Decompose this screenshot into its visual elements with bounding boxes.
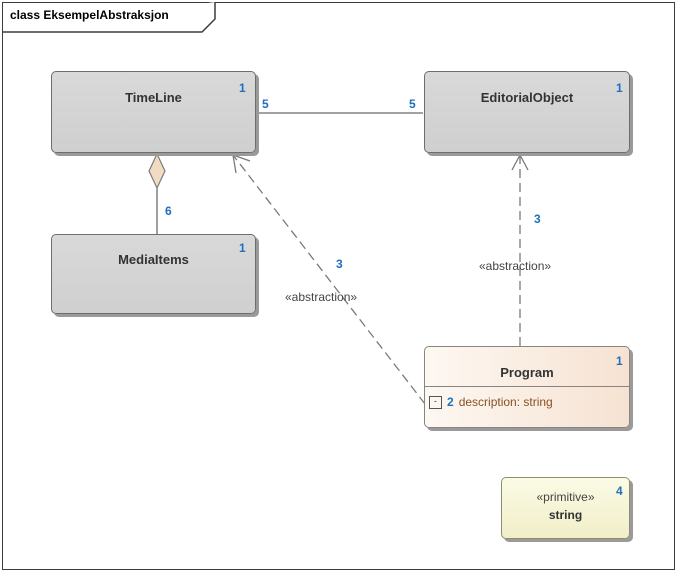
class-program[interactable]: Program 1 - 2 description: string xyxy=(424,346,630,428)
class-mediaitems[interactable]: MediaItems 1 xyxy=(51,234,256,314)
class-string-badge: 4 xyxy=(616,484,623,498)
abstraction-line-timeline xyxy=(232,154,426,405)
aggregation-multiplicity: 6 xyxy=(165,204,172,218)
frame-title-tab xyxy=(2,2,216,33)
class-timeline[interactable]: TimeLine 1 xyxy=(51,71,256,153)
class-program-name: Program xyxy=(500,365,554,380)
abstraction-editorial-label: «abstraction» xyxy=(479,259,552,273)
primitive-name: string xyxy=(548,508,583,522)
abstraction-timeline-number: 3 xyxy=(336,257,343,271)
class-editorialobject[interactable]: EditorialObject 1 xyxy=(424,71,630,153)
class-timeline-badge: 1 xyxy=(239,81,246,95)
class-string-primitive[interactable]: «primitive» string 4 xyxy=(501,477,630,539)
primitive-stereotype: «primitive» xyxy=(536,490,595,504)
abstraction-timeline-label: «abstraction» xyxy=(285,290,358,304)
attribute-text: description: string xyxy=(458,395,553,409)
aggregation-diamond xyxy=(148,152,166,190)
abstraction-arrowhead-editorial xyxy=(511,153,529,171)
frame-title: class EksempelAbstraksjon xyxy=(10,8,169,22)
attribute-number: 2 xyxy=(447,395,454,409)
association-end-timeline: 5 xyxy=(262,97,269,111)
class-mediaitems-name: MediaItems xyxy=(118,252,189,267)
abstraction-editorial-number: 3 xyxy=(534,212,541,226)
class-editorialobject-badge: 1 xyxy=(616,81,623,95)
abstraction-arrowhead-timeline xyxy=(232,154,251,174)
private-visibility-icon: - xyxy=(429,395,442,409)
class-program-attribute[interactable]: - 2 description: string xyxy=(429,395,553,409)
class-program-badge: 1 xyxy=(616,354,623,368)
class-program-divider xyxy=(425,386,629,387)
association-end-editorial: 5 xyxy=(409,97,416,111)
class-mediaitems-badge: 1 xyxy=(239,241,246,255)
class-timeline-name: TimeLine xyxy=(125,90,182,105)
class-editorialobject-name: EditorialObject xyxy=(480,90,574,105)
